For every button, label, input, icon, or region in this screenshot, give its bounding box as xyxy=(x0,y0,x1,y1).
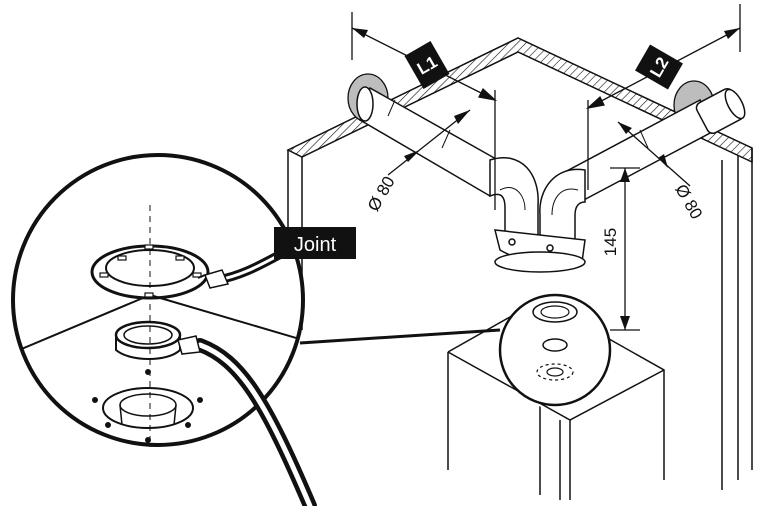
ceiling-corner xyxy=(286,37,753,500)
elbow-left xyxy=(489,157,539,241)
flue-pipe-right xyxy=(564,87,746,204)
label-height: 145 xyxy=(601,228,620,256)
detail-leader-line xyxy=(299,328,501,345)
applicator-tip-lower xyxy=(177,335,201,355)
connection-detail-small xyxy=(498,293,612,407)
label-l2: L2 xyxy=(635,44,683,90)
svg-text:Joint: Joint xyxy=(294,234,337,256)
label-diameter-right: Ø 80 xyxy=(671,181,706,222)
label-l1: L1 xyxy=(404,41,450,89)
label-joint: Joint xyxy=(274,227,356,259)
dimension-lines xyxy=(351,4,741,331)
label-diameter-left: Ø 80 xyxy=(364,173,399,214)
applicator-tip-upper xyxy=(197,269,230,289)
flue-adaptor xyxy=(494,229,586,273)
